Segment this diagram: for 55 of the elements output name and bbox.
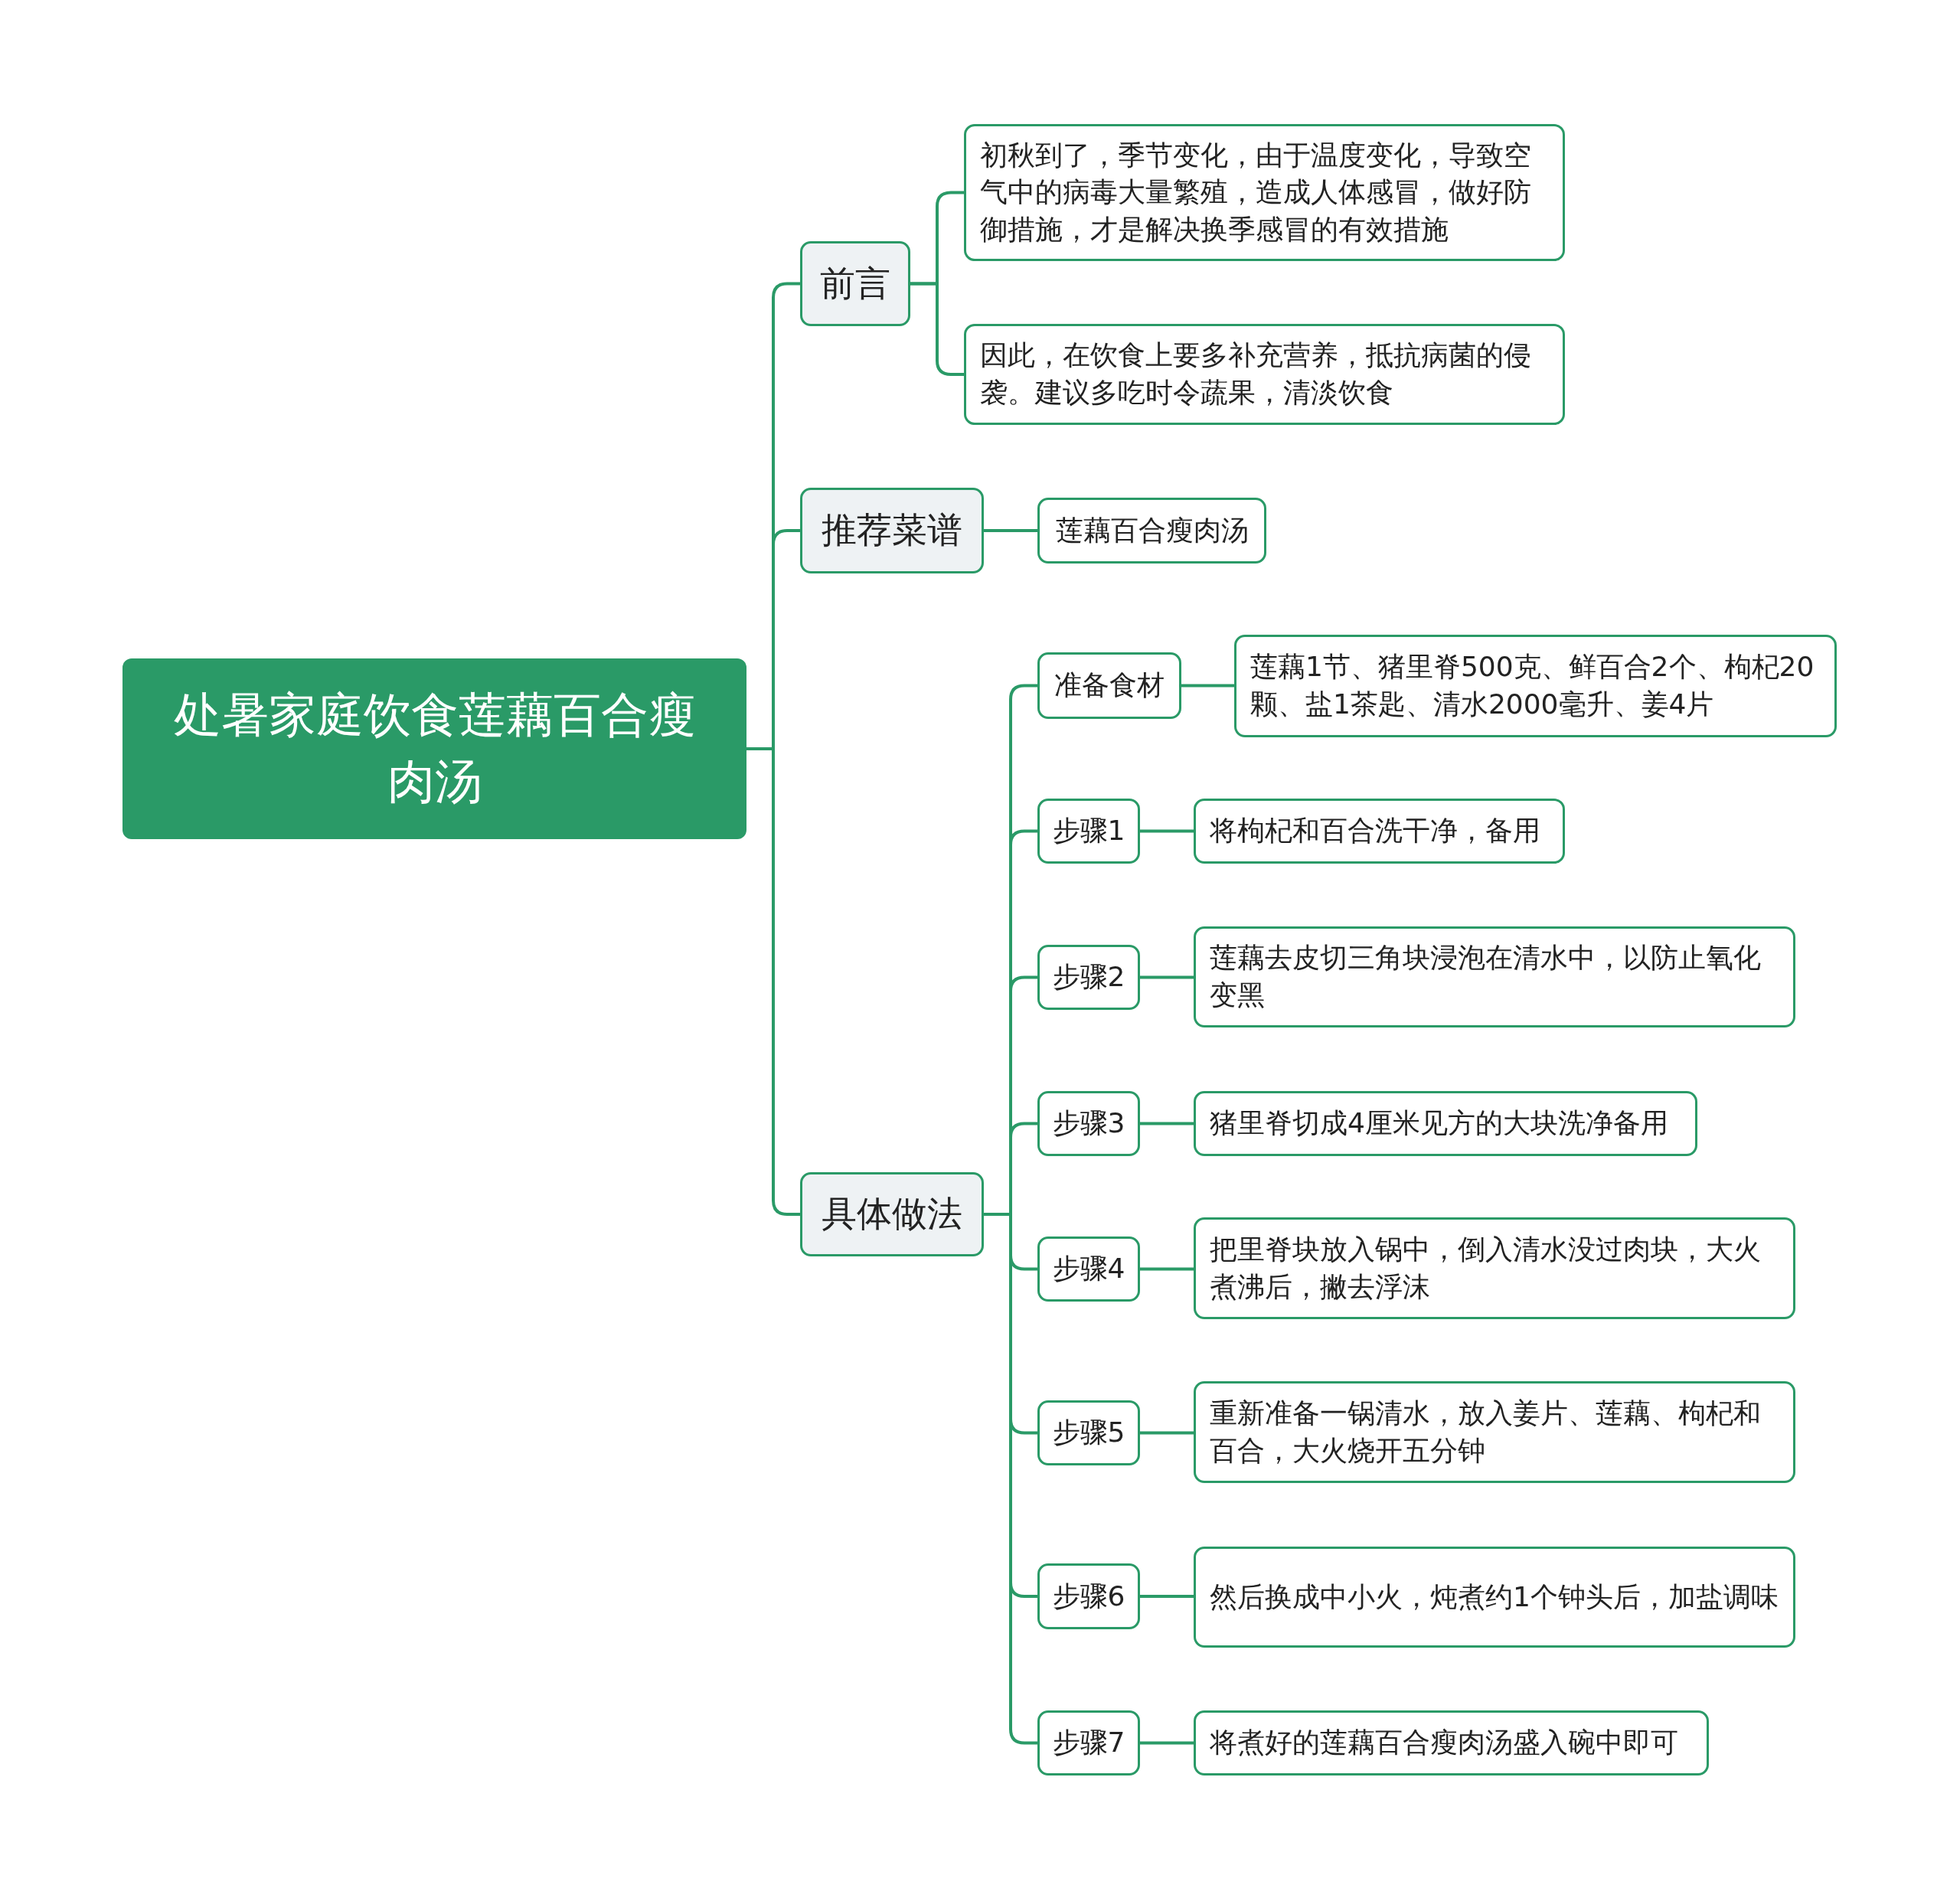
topic-text: 把里脊块放入锅中，倒入清水没过肉块，大火煮沸后，撇去浮沫 bbox=[1210, 1232, 1762, 1304]
topic-text: 莲藕百合瘦肉汤 bbox=[1055, 513, 1249, 547]
connector-line bbox=[984, 529, 1037, 532]
topic-text: 步骤4 bbox=[1052, 1252, 1125, 1285]
topic-text: 步骤1 bbox=[1052, 814, 1125, 848]
topic-text: 将煮好的莲藕百合瘦肉汤盛入碗中即可 bbox=[1210, 1726, 1678, 1760]
subtopic-box bbox=[1037, 1236, 1140, 1302]
subtopic-box bbox=[1037, 1400, 1140, 1465]
main-topic bbox=[800, 241, 910, 326]
detail-box bbox=[1234, 635, 1837, 737]
connector-line bbox=[1140, 1741, 1194, 1745]
topic-text: 具体做法 bbox=[822, 1192, 962, 1236]
topic-text: 因此，在饮食上要多补充营养，抵抗病菌的侵袭。建议多吃时令蔬果，清淡饮食 bbox=[980, 338, 1532, 410]
connector-line bbox=[1140, 1122, 1194, 1125]
connector-line bbox=[1140, 975, 1194, 979]
subtopic-box bbox=[1037, 799, 1140, 864]
topic-text: 步骤3 bbox=[1052, 1106, 1125, 1140]
main-topic bbox=[800, 488, 984, 573]
topic-text: 重新准备一锅清水，放入姜片、莲藕、枸杞和百合，大火烧开五分钟 bbox=[1210, 1396, 1762, 1468]
subtopic-box bbox=[1037, 945, 1140, 1010]
topic-text: 处暑家庭饮食莲藕百合瘦肉汤 bbox=[172, 686, 697, 811]
topic-text: 将枸杞和百合洗干净，备用 bbox=[1210, 814, 1540, 848]
connector-line bbox=[1181, 684, 1234, 688]
subtopic-box bbox=[1037, 1091, 1140, 1156]
connector-line bbox=[1140, 1267, 1194, 1271]
subtopic-box bbox=[1037, 1710, 1140, 1775]
detail-box bbox=[1194, 799, 1565, 864]
detail-box bbox=[1194, 1547, 1795, 1648]
connector-line bbox=[1140, 1595, 1194, 1598]
detail-box bbox=[1194, 1710, 1709, 1775]
topic-text: 准备食材 bbox=[1054, 668, 1165, 702]
topic-text: 步骤5 bbox=[1052, 1416, 1125, 1449]
detail-box bbox=[1194, 1381, 1795, 1483]
detail-box bbox=[1194, 1091, 1697, 1156]
topic-text: 步骤2 bbox=[1052, 960, 1125, 994]
topic-text: 推荐菜谱 bbox=[822, 508, 962, 552]
topic-text: 莲藕1节、猪里脊500克、鲜百合2个、枸杞20颗、盐1茶匙、清水2000毫升、姜4片 bbox=[1250, 650, 1815, 721]
subtopic-box bbox=[1037, 498, 1266, 564]
topic-text: 步骤6 bbox=[1052, 1579, 1125, 1613]
subtopic-box bbox=[1037, 1563, 1140, 1629]
topic-text: 莲藕去皮切三角块浸泡在清水中，以防止氧化变黑 bbox=[1210, 941, 1762, 1012]
detail-box bbox=[964, 324, 1565, 425]
main-topic bbox=[800, 1172, 984, 1256]
detail-box bbox=[964, 124, 1565, 261]
connector-line bbox=[1140, 829, 1194, 833]
topic-text: 前言 bbox=[820, 261, 890, 305]
central-topic bbox=[122, 658, 746, 839]
topic-text: 步骤7 bbox=[1052, 1726, 1125, 1759]
connector-line bbox=[1140, 1431, 1194, 1435]
subtopic-box bbox=[1037, 652, 1181, 719]
topic-text: 然后换成中小火，炖煮约1个钟头后，加盐调味 bbox=[1210, 1579, 1779, 1614]
detail-box bbox=[1194, 926, 1795, 1027]
topic-text: 猪里脊切成4厘米见方的大块洗净备用 bbox=[1210, 1106, 1668, 1141]
detail-box bbox=[1194, 1217, 1795, 1319]
topic-text: 初秋到了，季节变化，由于温度变化，导致空气中的病毒大量繁殖，造成人体感冒，做好防御措施，才是解决换季感冒的有效措施 bbox=[980, 138, 1532, 247]
